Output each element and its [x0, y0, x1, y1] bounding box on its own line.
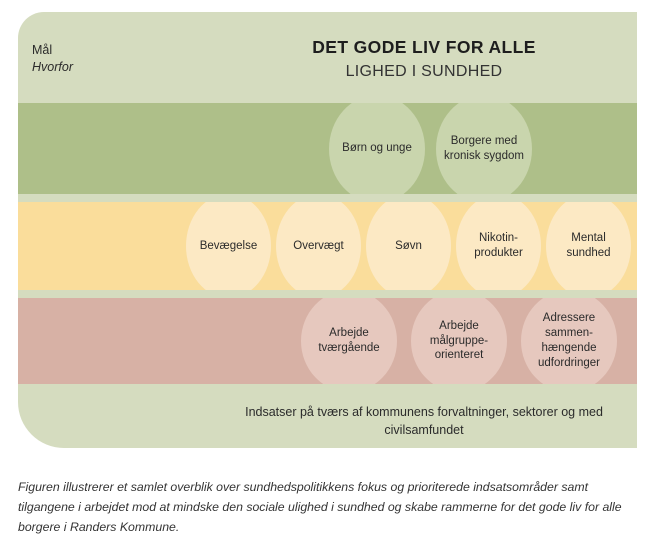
figure-title: DET GODE LIV FOR ALLE [312, 37, 536, 57]
figure-subtitle: LIGHED I SUNDHED [345, 62, 503, 80]
band-challenges: Sundhedsudfordringer Hvad Bevægelse Over… [18, 202, 637, 290]
bubble-row-challenges: Bevægelse Overvægt Søvn Nikotin-produkte… [186, 202, 631, 290]
bubble-challenge-item: Overvægt [276, 202, 361, 290]
bubble-challenge-item: Søvn [366, 202, 451, 290]
bubble-challenge-item: Nikotin-produkter [456, 202, 541, 290]
row-label-goal: Mål Hvorfor [32, 42, 73, 75]
health-policy-figure: Mål Hvorfor DET GODE LIV FOR ALLE LIGHED… [18, 12, 637, 448]
bubble-focus-item: Børn og unge [329, 103, 425, 194]
bubble-challenge-item: Mental sundhed [546, 202, 631, 290]
bubble-approach-item: Arbejde målgruppe-orienteret [411, 298, 507, 384]
figure-title-block: DET GODE LIV FOR ALLE LIGHED I SUNDHED [218, 37, 630, 82]
band-goal: Mål Hvorfor DET GODE LIV FOR ALLE LIGHED… [18, 12, 637, 103]
bubble-approach-item: Adressere sammen-hængende udfordringer [521, 298, 617, 384]
bubble-challenge-item: Bevægelse [186, 202, 271, 290]
band-efforts: Indsatser på tværs af kommunens forvaltn… [18, 384, 637, 448]
bubble-focus-item: Borgere med kronisk sygdom [436, 103, 532, 194]
bubble-approach-item: Arbejde tværgående [301, 298, 397, 384]
band-gap-2 [18, 290, 637, 298]
band-approaches: Tilgange Hvordan Arbejde tværgående Arbe… [18, 298, 637, 384]
band-focus: Særligt fokus Hvem Børn og unge Borgere … [18, 103, 637, 194]
efforts-text: Indsatser på tværs af kommunens forvaltn… [245, 405, 603, 438]
row-label-goal-main: Mål [32, 43, 53, 57]
band-gap-1 [18, 194, 637, 202]
bubble-row-focus: Børn og unge Borgere med kronisk sygdom [329, 103, 532, 194]
bubble-row-approaches: Arbejde tværgående Arbejde målgruppe-ori… [301, 298, 617, 384]
figure-caption: Figuren illustrerer et samlet overblik o… [18, 480, 622, 534]
row-label-goal-sub: Hvorfor [32, 59, 73, 74]
